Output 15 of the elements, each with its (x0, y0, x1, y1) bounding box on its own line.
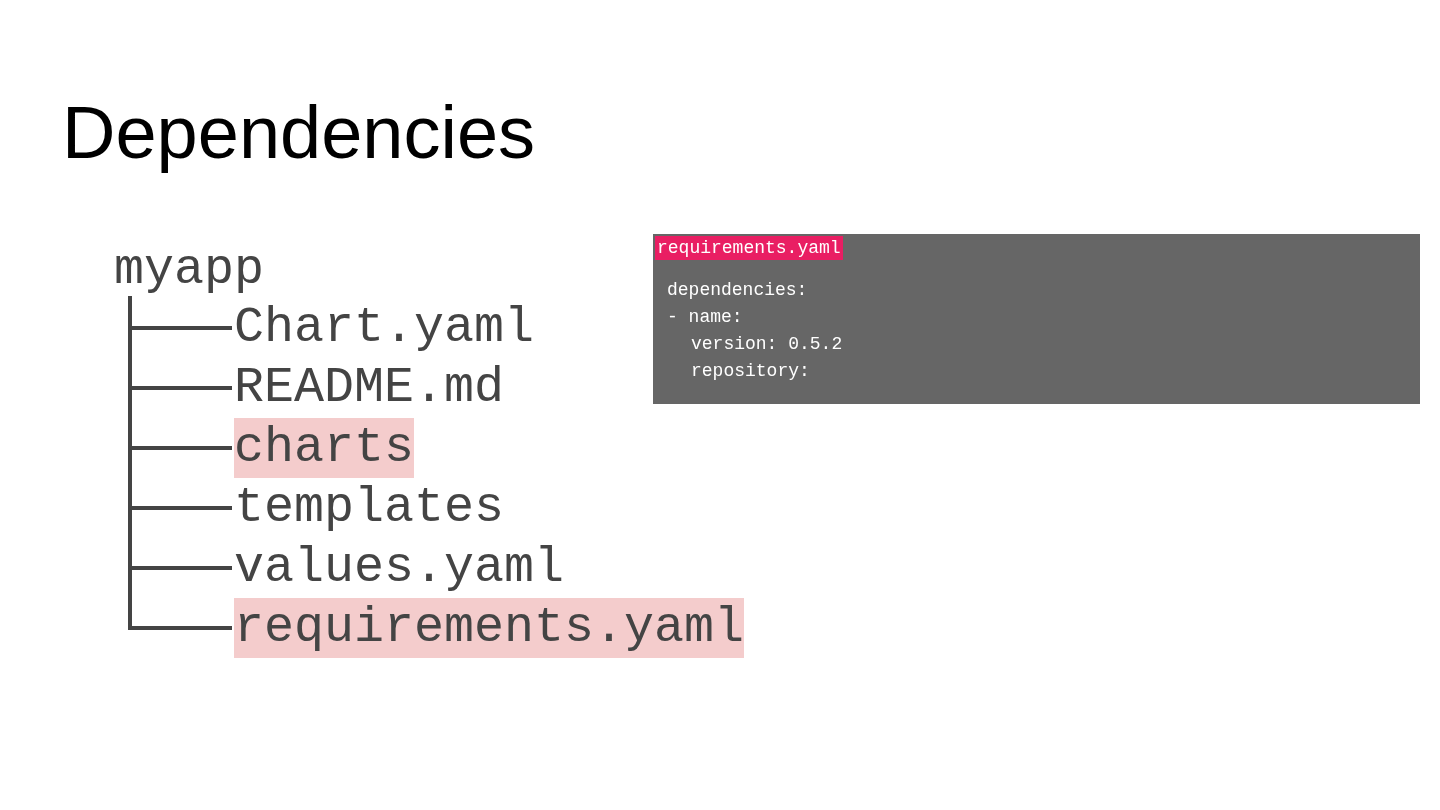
folder-name: myapp (114, 240, 265, 300)
highlighted-file-name: requirements.yaml (234, 598, 745, 658)
code-line: version: 0.5.2 (690, 333, 843, 356)
file-name: templates (234, 478, 505, 538)
code-panel (653, 234, 1420, 404)
slide-title: Dependencies (62, 90, 536, 176)
file-name: Chart.yaml (234, 298, 535, 358)
highlighted-file-name: charts (234, 418, 415, 478)
tree-branch-line (128, 296, 232, 630)
file-tab-label: requirements.yaml (655, 236, 843, 260)
code-line: - name: (667, 306, 744, 329)
code-line: repository: (690, 360, 811, 383)
file-name: values.yaml (234, 538, 565, 598)
code-line: dependencies: (667, 279, 809, 302)
file-name: README.md (234, 358, 505, 418)
